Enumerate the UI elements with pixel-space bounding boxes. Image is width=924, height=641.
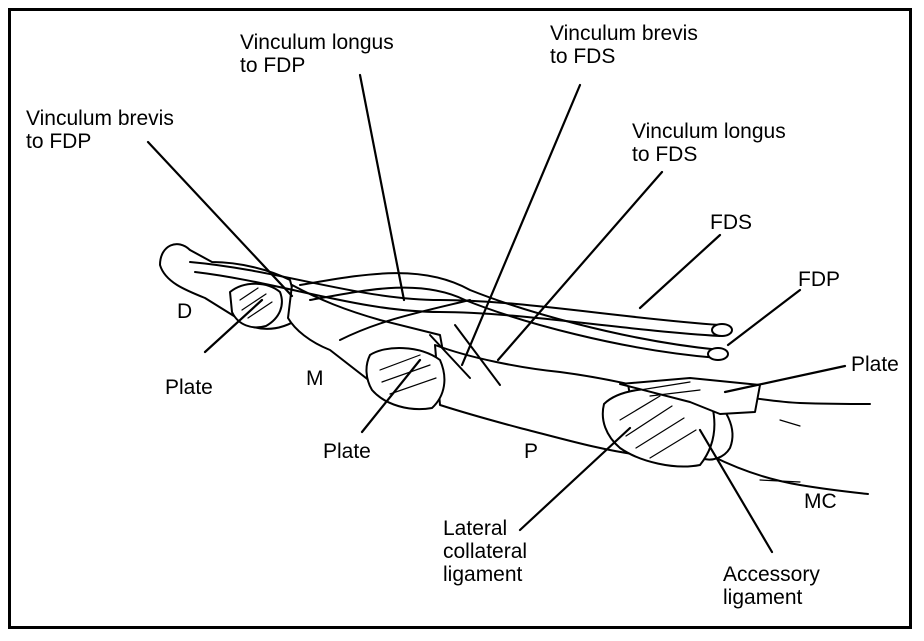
label-fds: FDS <box>710 211 752 234</box>
label-accessory-ligament: Accessory ligament <box>723 563 820 609</box>
label-vinculum-brevis-fds: Vinculum brevis to FDS <box>550 22 698 68</box>
label-mc: MC <box>804 490 837 513</box>
label-plate-middle: Plate <box>323 440 371 463</box>
label-plate-right: Plate <box>851 353 899 376</box>
leader-accessory <box>700 430 772 552</box>
leader-vinculum-longus-fdp <box>360 75 404 300</box>
leader-plate-right <box>725 366 845 392</box>
leader-vinculum-longus-fds <box>498 172 662 360</box>
leader-fdp <box>728 290 800 345</box>
label-p: P <box>524 440 538 463</box>
leader-fds <box>640 235 720 308</box>
fds-tendon-end <box>708 348 728 360</box>
label-plate-distal: Plate <box>165 376 213 399</box>
leader-vinculum-brevis-fds <box>462 85 580 365</box>
label-m: M <box>306 367 324 390</box>
label-vinculum-brevis-fdp: Vinculum brevis to FDP <box>26 107 174 153</box>
label-vinculum-longus-fds: Vinculum longus to FDS <box>632 120 786 166</box>
fdp-tendon-end <box>712 324 732 336</box>
label-fdp: FDP <box>798 268 840 291</box>
label-d: D <box>177 300 192 323</box>
label-lateral-collateral-ligament: Lateral collateral ligament <box>443 517 527 586</box>
label-vinculum-longus-fdp: Vinculum longus to FDP <box>240 31 394 77</box>
